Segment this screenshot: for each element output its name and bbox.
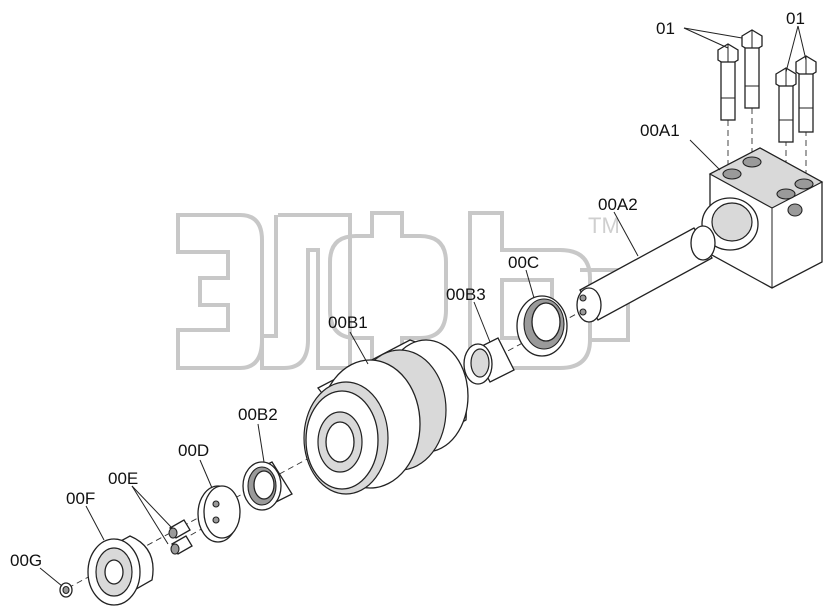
label-plug: 00G [10, 551, 42, 570]
label-seal: 00C [508, 253, 539, 272]
label-bracket: 00A1 [640, 121, 680, 140]
screw-set [168, 519, 193, 555]
label-cap: 00F [66, 489, 95, 508]
label-roller: 00B1 [328, 313, 368, 332]
bolt [717, 43, 739, 121]
label-plate: 00D [178, 441, 209, 460]
roller [303, 339, 469, 495]
label-shaft: 00A2 [598, 195, 638, 214]
bracket [701, 147, 824, 289]
label-screws: 00E [108, 469, 138, 488]
end-cap [87, 535, 154, 606]
screw [170, 535, 193, 555]
outer-bushing [242, 461, 293, 511]
shaft [576, 225, 716, 323]
bolt [741, 29, 763, 109]
screw [168, 519, 191, 539]
plug [59, 582, 73, 598]
label-bolts-right: 01 [786, 9, 805, 28]
label-outer-bushing: 00B2 [238, 405, 278, 424]
watermark-trademark: TM [588, 213, 620, 238]
label-inner-bushing: 00B3 [446, 285, 486, 304]
inner-bushing [463, 337, 515, 385]
cover-plate [197, 485, 241, 543]
part-labels: 01 01 00A1 00A2 00C 00B3 00B1 00B2 00D 0… [10, 9, 805, 570]
label-bolts-left: 01 [656, 19, 675, 38]
seal-ring [516, 295, 568, 357]
bolt [775, 67, 797, 143]
bolt [795, 55, 817, 133]
bolt-set [717, 29, 817, 143]
leader-lines [39, 25, 807, 587]
